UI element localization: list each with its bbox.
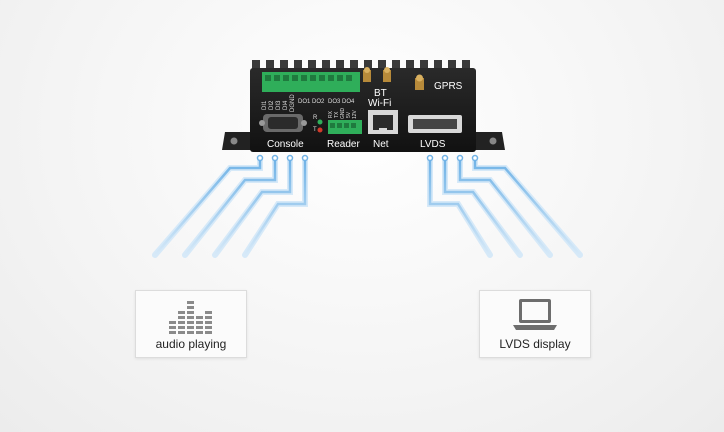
audio-playing-card: audio playing bbox=[135, 290, 247, 358]
do4-label: DO4 bbox=[342, 99, 355, 105]
heatsink-fins bbox=[252, 60, 470, 70]
do3-label: DO3 bbox=[328, 99, 341, 105]
circuit-traces bbox=[152, 154, 583, 258]
do1-label: DO1 bbox=[298, 99, 311, 105]
reader-pin-rx: RX bbox=[328, 110, 334, 118]
device: DI1 DI2 DI3 DI4 DGND DO1 DO2 DO3 DO4 BT … bbox=[222, 60, 505, 152]
t-led bbox=[317, 127, 323, 133]
reader-pin-12v: 12V bbox=[352, 109, 358, 119]
audio-playing-label: audio playing bbox=[155, 337, 227, 351]
bt-label: BT bbox=[374, 88, 387, 99]
dgnd-label: DGND bbox=[290, 94, 296, 112]
lvds-label: LVDS bbox=[420, 139, 446, 150]
r-led-label: R bbox=[313, 115, 318, 121]
io-terminal-block bbox=[262, 72, 360, 92]
laptop-icon bbox=[513, 299, 557, 330]
di2-label: DI2 bbox=[269, 100, 275, 110]
net-label: Net bbox=[373, 139, 389, 150]
lvds-display-label: LVDS display bbox=[499, 337, 571, 351]
console-label: Console bbox=[267, 139, 304, 150]
di1-label: DI1 bbox=[262, 100, 268, 110]
console-port bbox=[259, 114, 307, 132]
do2-label: DO2 bbox=[312, 99, 325, 105]
gprs-antenna-connector bbox=[415, 74, 424, 90]
r-led bbox=[317, 119, 323, 125]
lvds-port bbox=[408, 115, 462, 133]
equalizer-icon bbox=[169, 301, 212, 334]
reader-label: Reader bbox=[327, 139, 360, 150]
di4-label: DI4 bbox=[283, 100, 289, 110]
bt-wifi-antenna-connectors bbox=[363, 67, 391, 82]
wifi-label: Wi-Fi bbox=[368, 98, 391, 109]
net-port bbox=[368, 110, 398, 134]
reader-terminal-block bbox=[328, 120, 362, 134]
reader-pin-5v: 5V bbox=[346, 111, 352, 118]
gprs-label: GPRS bbox=[434, 81, 463, 92]
di3-label: DI3 bbox=[276, 100, 282, 110]
lvds-display-card: LVDS display bbox=[479, 290, 591, 358]
reader-pin-gnd: GND bbox=[340, 108, 346, 120]
reader-pin-tx: TX bbox=[334, 111, 340, 118]
t-led-label: T bbox=[313, 127, 317, 133]
